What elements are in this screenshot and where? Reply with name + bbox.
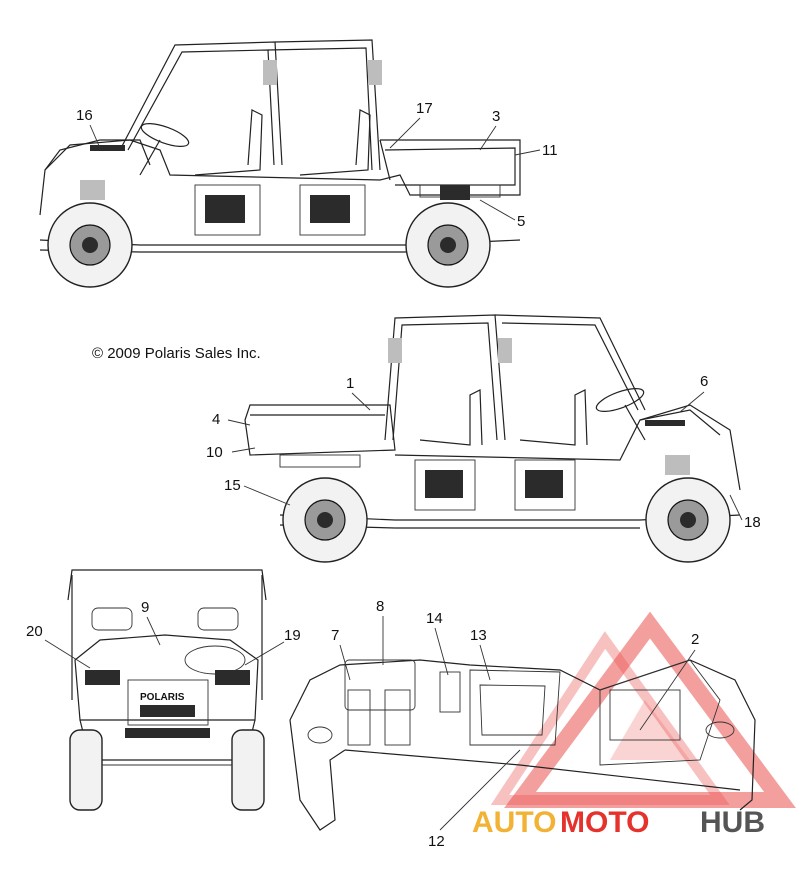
callout-4: 4 — [212, 411, 220, 428]
watermark-auto: AUTO — [472, 806, 556, 839]
copyright-text: © 2009 Polaris Sales Inc. — [92, 345, 261, 362]
callouts-middle: 1 6 4 10 15 18 — [206, 373, 761, 531]
callout-13: 13 — [470, 627, 487, 644]
callout-9: 9 — [141, 599, 149, 616]
dashboard-view — [289, 659, 756, 831]
vehicle-front-view: POLARIS — [67, 569, 267, 811]
watermark-logo — [490, 611, 796, 808]
callout-18: 18 — [744, 514, 761, 531]
callouts-front: 9 20 19 — [26, 599, 301, 669]
callout-12: 12 — [428, 833, 445, 850]
callout-16: 16 — [76, 107, 93, 124]
watermark-moto: MOTO — [560, 806, 649, 839]
callout-15: 15 — [224, 477, 241, 494]
callouts-dashboard: 8 7 14 13 2 12 — [331, 598, 699, 850]
front-grille-logo: POLARIS — [140, 692, 185, 703]
callout-3: 3 — [492, 108, 500, 125]
callout-11: 11 — [542, 142, 558, 159]
callout-19: 19 — [284, 627, 301, 644]
watermark-hub: HUB — [700, 806, 765, 839]
vehicle-side-view-right — [244, 314, 741, 563]
callout-6: 6 — [700, 373, 708, 390]
callout-14: 14 — [426, 610, 443, 627]
callout-5: 5 — [517, 213, 525, 230]
callout-7: 7 — [331, 627, 339, 644]
vehicle-side-view-left — [39, 39, 521, 288]
callouts-top: 16 17 3 11 5 — [76, 100, 558, 230]
callout-1: 1 — [346, 375, 354, 392]
callout-10: 10 — [206, 444, 223, 461]
callout-2: 2 — [691, 631, 699, 648]
callout-17: 17 — [416, 100, 433, 117]
callout-20: 20 — [26, 623, 43, 640]
callout-8: 8 — [376, 598, 384, 615]
watermark-text: AUTO MOTO HUB — [472, 806, 765, 839]
